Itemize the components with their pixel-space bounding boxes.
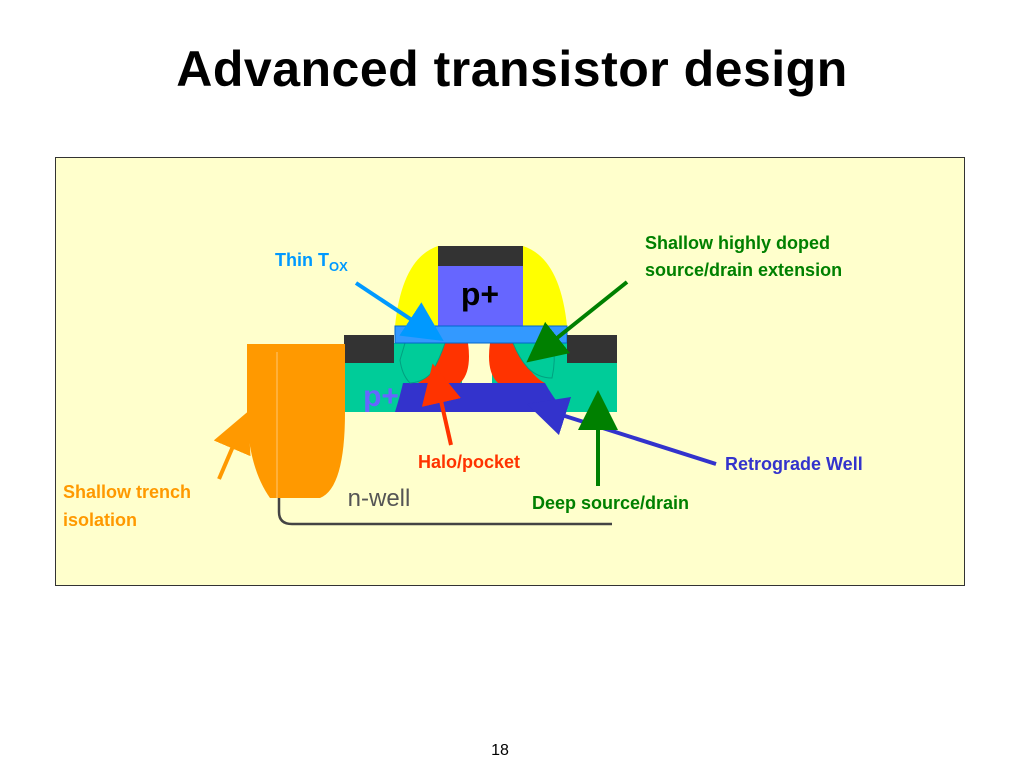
sti-callout-line2: isolation <box>63 510 137 530</box>
nwell-boundary <box>277 498 612 526</box>
drain-contact <box>567 335 617 363</box>
halo-callout: Halo/pocket <box>418 452 520 472</box>
thin-tox-arrow <box>354 281 444 342</box>
halo-right <box>489 343 545 383</box>
thin-tox-prefix: Thin T <box>275 250 329 270</box>
source-contact <box>344 335 394 363</box>
shallow-trench-isolation <box>247 344 345 498</box>
gate-contact <box>438 246 523 266</box>
deep-sd-callout: Deep source/drain <box>532 493 689 513</box>
extension-callout-line1: Shallow highly doped <box>645 233 830 253</box>
retrograde-callout: Retrograde Well <box>725 454 863 474</box>
retrograde-well <box>395 383 565 412</box>
thin-tox-subscript: OX <box>329 259 348 274</box>
sti-arrow <box>213 411 251 480</box>
thin-tox-callout: Thin TOX <box>275 250 348 274</box>
slide-title: Advanced transistor design <box>176 41 848 97</box>
sti-callout-line1: Shallow trench <box>63 482 191 502</box>
page-number: 18 <box>491 742 509 759</box>
gate <box>438 262 523 326</box>
extension-callout-line2: source/drain extension <box>645 260 842 280</box>
nwell-label: n-well <box>348 485 411 512</box>
extension-arrow <box>526 280 629 363</box>
retrograde-arrow <box>526 396 717 466</box>
source-label: p+ <box>363 380 399 413</box>
channel-region <box>462 343 492 383</box>
gate-oxide <box>394 325 568 344</box>
gate-label: p+ <box>461 276 499 312</box>
halo-arrow <box>421 363 461 446</box>
